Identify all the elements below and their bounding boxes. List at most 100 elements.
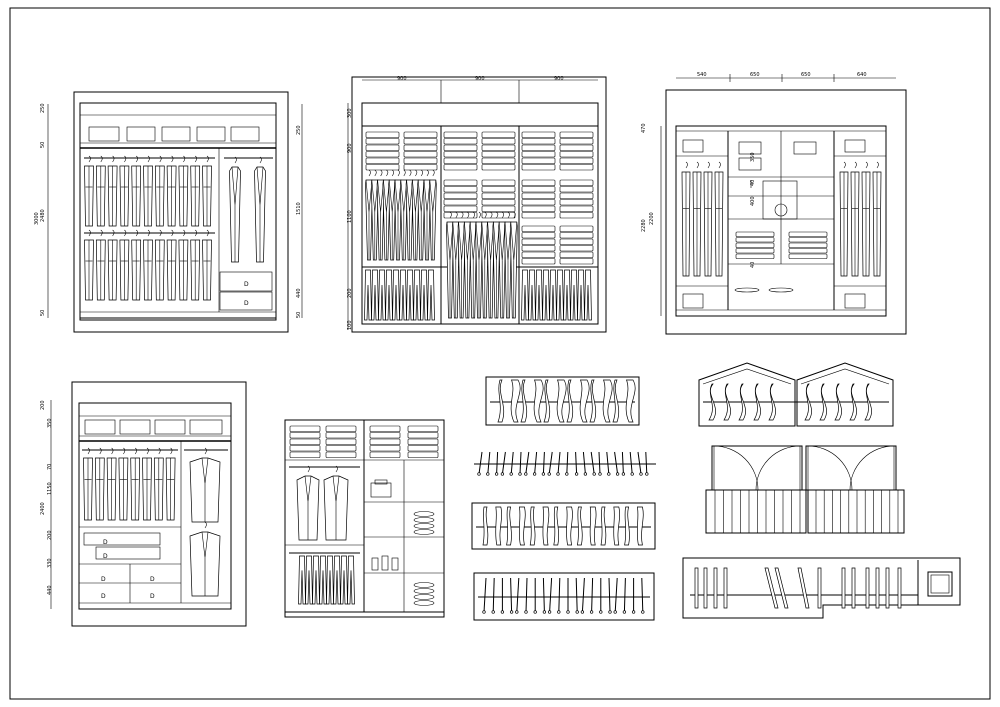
hanger-shape	[506, 506, 512, 546]
hanger-shape	[607, 472, 611, 476]
shirt-shape	[165, 447, 176, 521]
hanger-shape	[582, 451, 586, 475]
coat-shape	[498, 211, 507, 319]
dimension-label: 900	[347, 143, 353, 153]
hanging-jackets	[189, 447, 221, 597]
hanger-shape	[529, 506, 536, 546]
dimension-label: 2200	[649, 212, 655, 225]
hanger-plan-3	[471, 502, 656, 550]
dimension-label: 200	[47, 530, 53, 540]
dimension-label: 330	[47, 558, 53, 568]
hanger-shape	[614, 451, 619, 475]
hanger-shape	[510, 577, 513, 613]
hanger-shape	[543, 379, 551, 423]
shirt-shape	[131, 229, 142, 301]
shirt-shape	[872, 161, 882, 277]
hanger-shape	[621, 451, 624, 475]
hanger-shape	[525, 577, 528, 613]
folded-stack	[443, 179, 478, 219]
folded-stack	[365, 131, 400, 171]
hanger-shape	[566, 451, 569, 475]
dimension-label: 900	[397, 76, 407, 82]
wardrobe-elevation-4: D D D D D D 200 2400 350 70 1150 200 330…	[40, 381, 247, 627]
hanger-shape	[576, 506, 583, 546]
shirt-shape	[202, 229, 212, 301]
trousers-shape	[528, 269, 536, 321]
shirt-shape	[84, 229, 94, 301]
hanger-shape	[542, 610, 547, 614]
shirt-shape	[166, 229, 177, 301]
hanger-shape	[497, 379, 505, 423]
hanging-shirts-row	[84, 229, 212, 301]
hanger-shape	[613, 610, 617, 614]
hangers	[708, 383, 872, 421]
hanger-shape	[738, 383, 746, 421]
hanger-shape	[774, 567, 789, 609]
hanger-shape	[613, 506, 620, 546]
hanger-shape	[641, 577, 644, 613]
dimension-label: 400	[750, 196, 756, 206]
rolled-item	[413, 529, 435, 535]
dimension-label: 640	[857, 72, 867, 78]
dimension-label: 40	[750, 262, 756, 268]
hanger-shape	[566, 506, 573, 546]
dimension-label: 300	[347, 108, 353, 118]
hanger-shape	[622, 610, 627, 614]
dimension-label: 350	[47, 418, 53, 428]
hanger-shape	[557, 610, 561, 614]
hanger-shape	[600, 506, 607, 546]
shirt-shape	[119, 155, 130, 227]
dimension-label: 250	[40, 103, 46, 113]
hanger-shape	[817, 567, 822, 609]
trousers-shape	[420, 269, 428, 321]
hanger-shape	[639, 472, 643, 476]
hanger-shape	[615, 472, 620, 476]
shirt-shape	[131, 155, 142, 227]
hanger-shape	[557, 451, 561, 475]
dimension-label: 50	[40, 142, 46, 148]
dimension-label: 650	[750, 72, 760, 78]
hanger-shape	[575, 610, 579, 614]
coat-shape	[229, 156, 241, 263]
shirt-shape	[119, 229, 130, 301]
trousers-shape	[406, 269, 414, 321]
trousers-shape	[385, 269, 393, 321]
hanger-shape	[525, 451, 530, 475]
shirt-shape	[143, 155, 153, 227]
dimension-label: 470	[641, 123, 647, 133]
drawer-mark: D	[150, 576, 155, 583]
dimension-label: 50	[40, 310, 46, 316]
hanger-shape	[581, 577, 585, 613]
hanger-shape	[519, 451, 522, 475]
hanger-shape	[624, 506, 630, 546]
hanger-shape	[542, 451, 545, 475]
hanging-coats	[296, 465, 349, 541]
hanger-shape	[591, 577, 594, 613]
hanger-shape	[608, 610, 612, 614]
hanger-shape	[768, 383, 776, 421]
trousers-shape	[549, 269, 557, 321]
shirt-shape	[178, 155, 189, 227]
roof-hanger-plan	[698, 362, 894, 427]
hanging-shirts-row	[839, 161, 882, 277]
hanger-plan-1	[485, 376, 640, 426]
rolled-item	[413, 511, 435, 517]
shirt-shape	[95, 229, 106, 301]
hanger-shape	[723, 383, 731, 421]
rolled-item	[413, 588, 435, 594]
hanger-shape	[764, 567, 779, 609]
hanger-shape	[494, 472, 499, 476]
rolled-item	[413, 582, 435, 588]
rolled-item	[413, 523, 435, 529]
hanger-shape	[532, 472, 537, 476]
shirt-shape	[850, 161, 860, 277]
shirt-shape	[166, 155, 177, 227]
folded-towels	[735, 231, 828, 259]
hanger-shape	[518, 506, 526, 546]
hanger-shape	[575, 577, 578, 613]
hanger-shape	[629, 451, 633, 475]
shirt-shape	[839, 161, 849, 277]
hanger-shape	[589, 379, 597, 423]
hanger-shape	[556, 379, 567, 423]
